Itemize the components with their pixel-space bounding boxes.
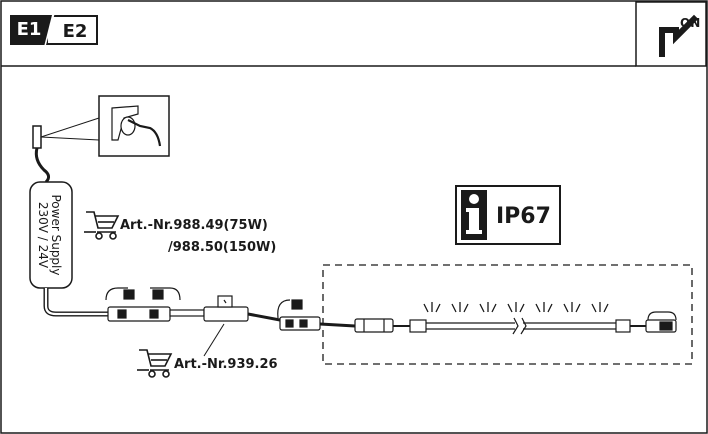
wall-socket-icon (32, 117, 100, 149)
ip-rating: IP67 (496, 204, 551, 229)
info-icon (455, 185, 561, 245)
tag-e1: E1 (10, 15, 52, 45)
power-supply-box (29, 181, 73, 289)
led-strip (426, 311, 677, 335)
power-supply-label: Power Supply 230V / 24V (36, 180, 63, 290)
switch-icon (635, 1, 707, 67)
power-supply-line1: Power Supply (49, 194, 63, 276)
tag-e2: E2 (46, 15, 98, 45)
extension-connector (277, 299, 427, 333)
power-supply-line2: 230V / 24V (36, 201, 50, 269)
led-light-icon (423, 302, 609, 313)
article-number-1b: /988.50(150W) (168, 240, 277, 255)
switch-on-label: ON (680, 16, 701, 30)
article-number-1: Art.-Nr.988.49(75W) (120, 218, 268, 233)
dc-cable (43, 288, 112, 317)
t-connector-group (105, 287, 281, 322)
cart-icon-2 (137, 349, 173, 378)
pointer-line (203, 323, 225, 357)
plug-icon (98, 95, 170, 157)
mains-cable (34, 147, 51, 184)
cart-icon (84, 211, 120, 240)
outdoor-area (322, 264, 693, 365)
article-number-2: Art.-Nr.939.26 (174, 357, 278, 372)
